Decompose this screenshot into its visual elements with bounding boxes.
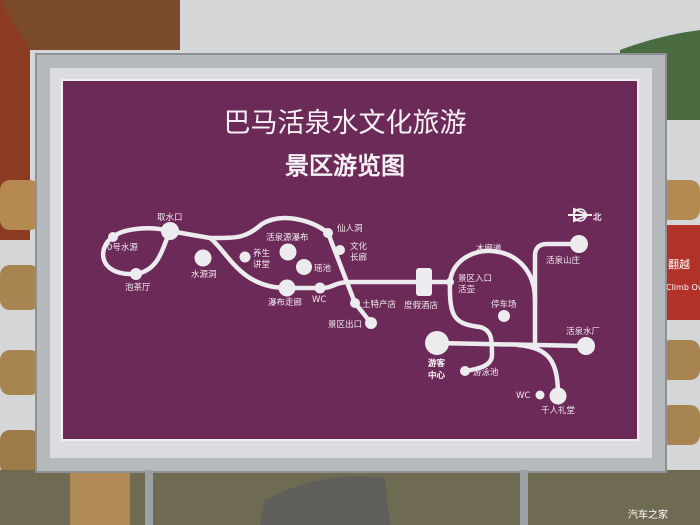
node-resort-hotel — [416, 268, 432, 296]
north-arrow-icon — [568, 207, 592, 223]
label-exit: 景区出口 — [328, 319, 362, 330]
node-entrance — [446, 278, 454, 286]
label-water-intake: 取水口 — [157, 212, 183, 223]
node-health-hall — [239, 251, 251, 263]
label-parking: 停车场 — [491, 299, 517, 310]
side-sign — [664, 225, 700, 320]
node-grand-hall — [549, 387, 567, 405]
side-sign-text-2: Climb Ov — [666, 283, 700, 292]
label-immortal-cave: 仙人洞 — [337, 223, 363, 234]
north-label: 北 — [593, 212, 602, 223]
label-visitor-center-2: 中心 — [428, 370, 446, 381]
log — [0, 430, 40, 475]
node-culture-gallery — [335, 245, 345, 255]
node-swimming-pool — [460, 366, 470, 376]
label-health-hall-2: 讲堂 — [253, 259, 270, 270]
route-villa — [532, 241, 582, 348]
rock — [260, 476, 390, 525]
log — [660, 405, 700, 445]
map-nodes — [108, 222, 595, 405]
node-spring-villa — [570, 235, 588, 253]
route-hall — [515, 342, 561, 399]
label-water-cave: 水源洞 — [191, 269, 217, 280]
sign-leg — [520, 470, 528, 525]
node-parking — [498, 310, 510, 322]
node-wc2 — [535, 390, 545, 400]
node-water-plant — [577, 337, 595, 355]
label-swimming-pool: 游泳池 — [473, 367, 499, 378]
label-wc2: WC — [516, 391, 530, 401]
label-jade-pool: 瑶池 — [314, 263, 332, 274]
node-exit — [365, 317, 377, 329]
node-water-cave — [194, 249, 212, 267]
node-visitor-center — [425, 331, 449, 355]
sign-title: 巴马活泉水文化旅游 — [224, 108, 467, 139]
side-sign-text-1: 翻越 — [668, 257, 690, 271]
route-walkway — [447, 248, 538, 303]
post — [70, 465, 130, 525]
route-upper — [167, 215, 374, 326]
route-pool — [447, 279, 495, 374]
log — [0, 180, 40, 230]
map-labels: 0号水源 取水口 泡茶厅 水源洞 养生 讲堂 活泉源瀑布 瑶池 仙人洞 文化 长… — [107, 212, 600, 416]
label-culture-gallery-2: 长廊 — [350, 252, 368, 263]
node-jade-pool — [296, 259, 312, 275]
label-entrance-1: 景区入口 — [458, 274, 492, 284]
log — [0, 350, 40, 395]
node-immortal-cave — [323, 228, 333, 238]
label-spring-villa: 活泉山庄 — [546, 255, 581, 266]
label-health-hall-1: 养生 — [253, 248, 271, 259]
label-tea-hall: 泡茶厅 — [125, 282, 151, 293]
route-plant — [434, 340, 589, 349]
sign-subtitle: 景区游览图 — [285, 152, 405, 180]
label-water-plant: 活泉水厂 — [566, 326, 600, 337]
log — [660, 180, 700, 220]
node-local-products — [350, 298, 360, 308]
label-grand-hall: 千人礼堂 — [541, 405, 575, 416]
watermark: 汽车之家 — [628, 508, 668, 521]
node-source0 — [108, 232, 118, 242]
label-visitor-center-1: 游客 — [428, 358, 446, 369]
node-tea-hall — [130, 268, 142, 280]
label-resort-hotel: 度假酒店 — [404, 300, 439, 311]
label-source0: 0号水源 — [107, 242, 138, 253]
sign-leg — [145, 470, 153, 525]
roof — [0, 0, 180, 50]
label-wc1: WC — [312, 295, 326, 305]
node-waterfall-corridor — [278, 279, 296, 297]
route-loop — [100, 226, 174, 277]
label-wooden-walkway: 木廊道 — [476, 243, 502, 254]
label-entrance-2: 活壶 — [458, 284, 476, 295]
log — [0, 265, 40, 310]
node-spring-waterfall — [279, 243, 297, 261]
label-local-products: 土特产店 — [362, 299, 397, 310]
log — [660, 340, 700, 380]
label-spring-waterfall: 活泉源瀑布 — [266, 232, 309, 243]
label-culture-gallery-1: 文化 — [350, 241, 368, 252]
label-waterfall-corridor: 瀑布走廊 — [268, 297, 303, 308]
node-wc1 — [314, 282, 326, 294]
node-water-intake — [161, 222, 179, 240]
